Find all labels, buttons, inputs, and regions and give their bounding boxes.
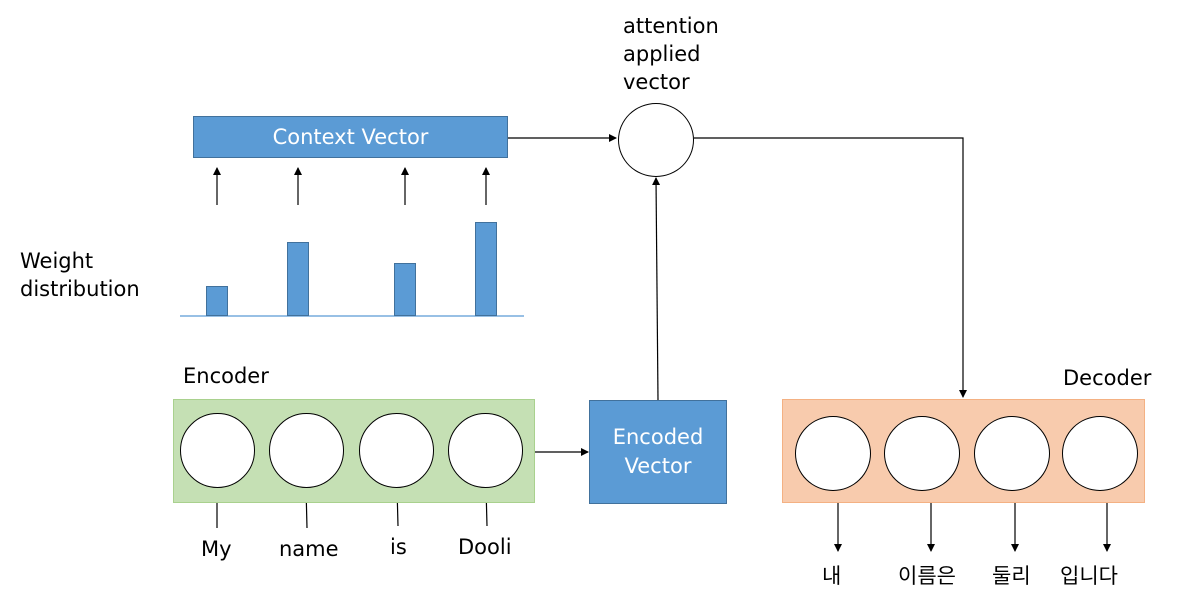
attention-label: attention applied vector [623, 12, 719, 96]
encoded-vector-label-line: Vector [624, 454, 692, 478]
arrow-encoded-to-attention [652, 177, 661, 401]
decoder-cell-circle [795, 416, 871, 491]
weight-bar [394, 263, 416, 316]
decoder-cell-circle [974, 416, 1050, 491]
encoder-cell-circle [269, 413, 344, 488]
encoded-vector-box: Encoded Vector [589, 400, 727, 504]
output-word: 내 [822, 564, 842, 588]
decoder-cell-circle [1062, 416, 1138, 491]
weight-label-line: Weight [20, 249, 94, 273]
output-word: 입니다 [1060, 564, 1118, 588]
output-word: 둘리 [992, 564, 1031, 588]
weight-bar [206, 286, 228, 316]
input-word: My [201, 537, 232, 561]
encoder-label: Encoder [183, 364, 269, 388]
weight-bar [475, 222, 497, 316]
encoder-cell-circle [180, 413, 255, 488]
decoder-label: Decoder [1063, 366, 1152, 390]
decoder-cell-circle [884, 416, 960, 491]
arrow-attention-to-decoder [694, 137, 967, 398]
weight-label-line: distribution [20, 277, 140, 301]
encoder-cell-circle [448, 413, 523, 488]
output-word: 이름은 [898, 564, 956, 588]
attention-label-line: applied [623, 42, 701, 66]
encoder-cell-circle [359, 413, 434, 488]
input-word: Dooli [458, 535, 512, 559]
attention-circle [618, 103, 694, 177]
weight-distribution-label: Weight distribution [20, 247, 140, 303]
attention-label-line: attention [623, 14, 719, 38]
context-vector-box: Context Vector [193, 116, 508, 158]
input-word: is [390, 535, 407, 559]
encoded-vector-label-line: Encoded [612, 425, 704, 449]
context-vector-label: Context Vector [272, 125, 429, 149]
input-word: name [279, 537, 339, 561]
attention-label-line: vector [623, 70, 690, 94]
weight-bar [287, 242, 309, 316]
